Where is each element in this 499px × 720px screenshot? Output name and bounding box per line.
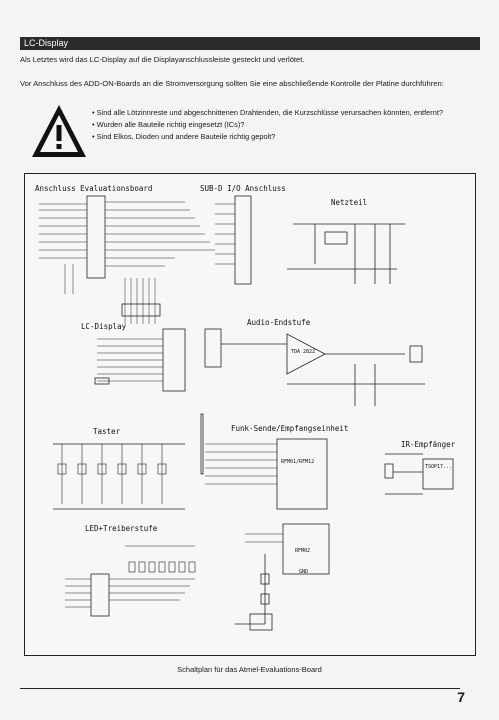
checklist-item: Wurden alle Bauteile richtig eingesetzt … <box>92 119 443 131</box>
label-rfm02: RFM02 <box>295 548 311 554</box>
footer-divider <box>20 688 460 689</box>
figure-caption: Schaltplan für das Atmel-Evaluations-Boa… <box>177 665 322 674</box>
label-audio: Audio-Endstufe <box>247 318 311 327</box>
checklist-item: Sind Elkos, Dioden und andere Bauteile r… <box>92 131 443 143</box>
label-rfm12: RFM01/RFM12 <box>281 459 315 465</box>
label-funk: Funk-Sende/Empfangseinheit <box>231 424 349 433</box>
checklist-item: Sind alle Lötzinnreste und abgeschnitten… <box>92 107 443 119</box>
label-led: LED+Treiberstufe <box>85 524 158 533</box>
warning-icon <box>32 105 86 157</box>
checklist: Sind alle Lötzinnreste und abgeschnitten… <box>92 107 443 143</box>
label-subd: SUB-D I/O Anschluss <box>200 184 286 193</box>
paragraph-intro: Als Letztes wird das LC-Display auf die … <box>20 55 305 64</box>
label-lcd: LC-Display <box>81 322 127 331</box>
schematic-diagram: Anschluss Evaluationsboard SUB-D I/O Ans… <box>24 173 476 656</box>
label-gnd: GND <box>299 569 309 575</box>
section-title: LC-Display <box>20 37 480 50</box>
label-tsop: TSOP17... <box>425 464 453 470</box>
page-number: 7 <box>457 689 465 705</box>
label-netzteil: Netzteil <box>331 198 368 207</box>
label-ir: IR-Empfänger <box>401 440 456 449</box>
paragraph-check: Vor Anschluss des ADD-ON-Boards an die S… <box>20 79 444 88</box>
label-anschluss: Anschluss Evaluationsboard <box>35 184 153 193</box>
schematic-drawing <box>39 195 454 631</box>
label-tda: TDA 2822 <box>291 349 316 355</box>
label-taster: Taster <box>93 427 121 436</box>
